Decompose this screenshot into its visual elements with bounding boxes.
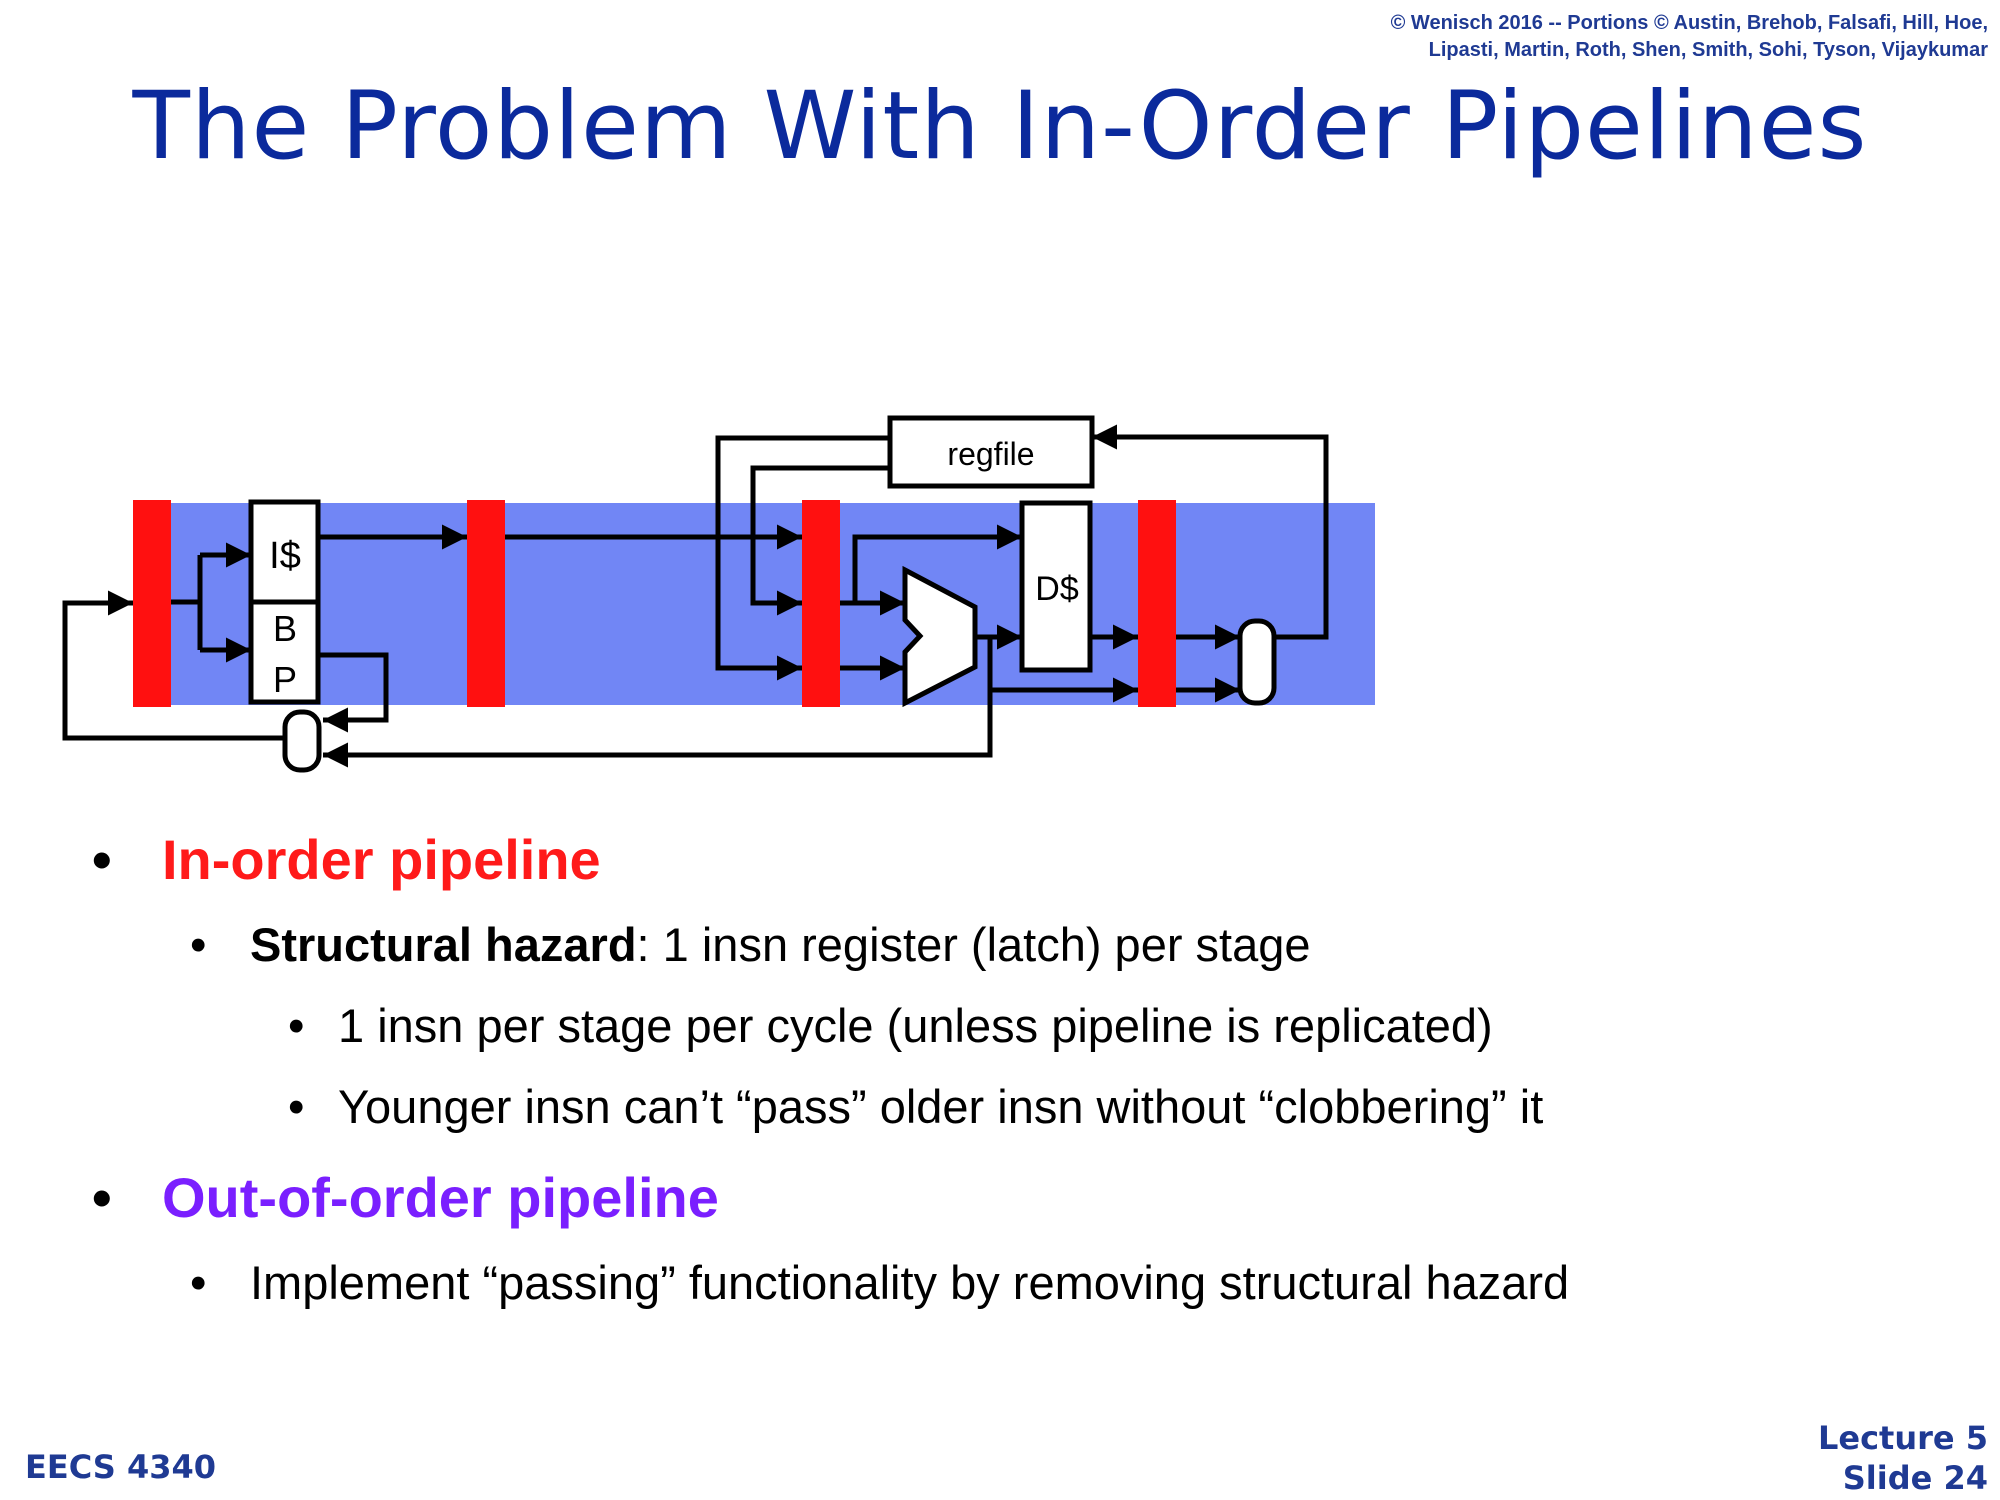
bullet-one-insn-text: 1 insn per stage per cycle (unless pipel… [338, 999, 1493, 1052]
bullet-structural-hazard: • Structural hazard: 1 insn register (la… [190, 917, 1311, 972]
bullet-one-insn-per-stage: • 1 insn per stage per cycle (unless pip… [288, 998, 1493, 1053]
structural-hazard-rest: : 1 insn register (latch) per stage [636, 918, 1311, 971]
regfile-box [887, 415, 1095, 489]
course-label: EECS 4340 [25, 1448, 217, 1486]
dcache-label: D$ [1035, 570, 1079, 608]
alu-shape [902, 565, 978, 708]
fetch-mux [282, 709, 322, 773]
copyright-notice: © Wenisch 2016 -- Portions © Austin, Bre… [1391, 10, 1988, 64]
latch-execute [802, 500, 840, 707]
bp-label-p: P [273, 659, 297, 700]
latch-fetch [133, 500, 171, 707]
bullet-implement-passing: • Implement “passing” functionality by r… [190, 1255, 1569, 1310]
latch-decode [467, 500, 505, 707]
structural-hazard-bold: Structural hazard [250, 918, 637, 971]
bullet-in-order-text: In-order pipeline [162, 828, 601, 891]
lecture-number: Lecture 5 [1817, 1419, 1988, 1457]
pipeline-diagram: regfile I$ B P D$ [62, 415, 1375, 773]
slide-info: Lecture 5 Slide 24 [1818, 1418, 1988, 1498]
bullet-out-of-order: • Out-of-order pipeline [92, 1165, 719, 1230]
latch-memory [1138, 500, 1176, 707]
bullet-implement-passing-text: Implement “passing” functionality by rem… [250, 1256, 1570, 1309]
bullet-mark: • [288, 999, 305, 1052]
bullet-mark: • [92, 828, 112, 891]
bullet-out-of-order-text: Out-of-order pipeline [162, 1166, 719, 1229]
bullet-mark: • [190, 1256, 207, 1309]
slide-number: Slide 24 [1842, 1459, 1988, 1497]
bullet-younger-insn-text: Younger insn can’t “pass” older insn wit… [338, 1080, 1544, 1133]
regfile-label: regfile [947, 436, 1034, 472]
bp-label-b: B [273, 608, 297, 649]
bullet-mark: • [190, 918, 207, 971]
writeback-mux [1237, 618, 1277, 706]
branch-predictor-box [248, 599, 321, 705]
bullet-mark: • [92, 1166, 112, 1229]
slide-title: The Problem With In-Order Pipelines [132, 72, 1868, 181]
copyright-line-2: Lipasti, Martin, Roth, Shen, Smith, Sohi… [1428, 39, 1988, 61]
bullet-mark: • [288, 1080, 305, 1133]
bullet-younger-insn: • Younger insn can’t “pass” older insn w… [288, 1079, 1543, 1134]
icache-label: I$ [269, 535, 301, 577]
copyright-line-1: © Wenisch 2016 -- Portions © Austin, Bre… [1390, 12, 1988, 34]
bullet-in-order: • In-order pipeline [92, 827, 601, 892]
dcache-box [1019, 500, 1093, 673]
